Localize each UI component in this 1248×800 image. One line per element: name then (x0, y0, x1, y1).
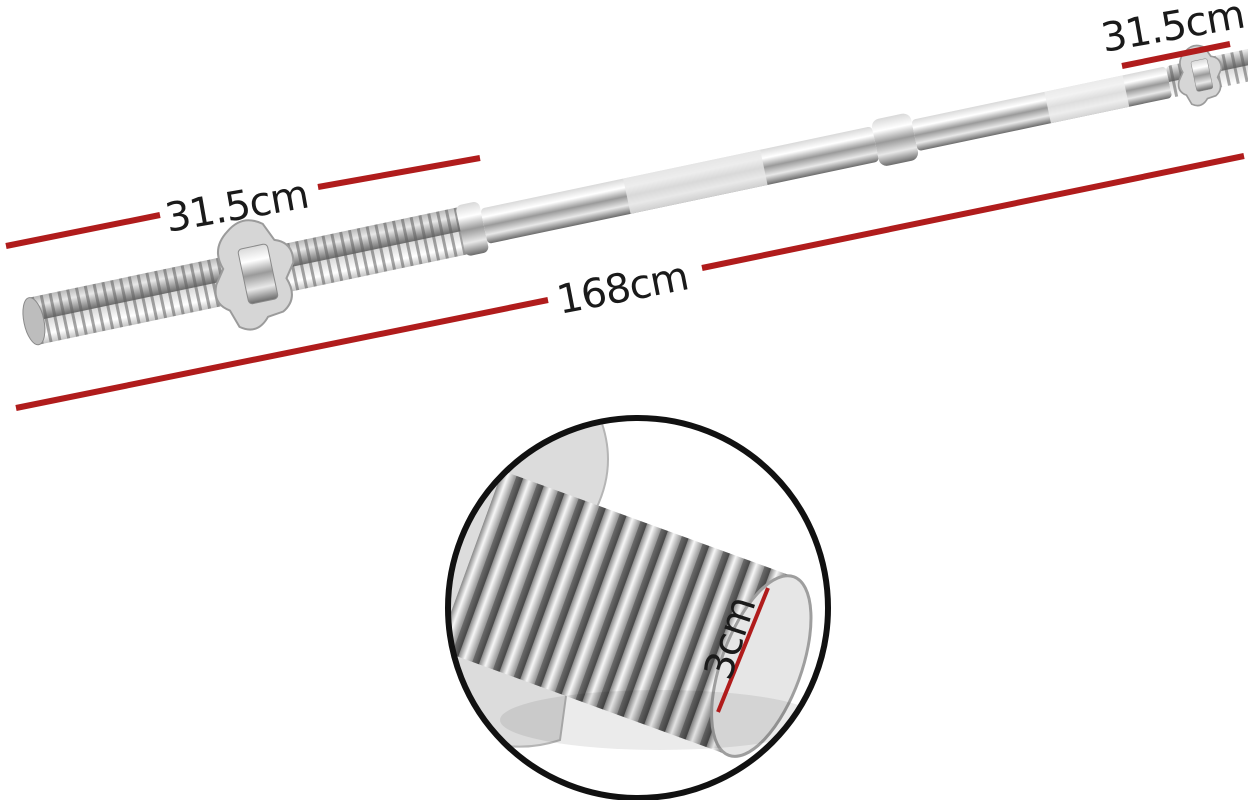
dim-line-diameter (716, 587, 770, 713)
dim-line-total-b (701, 153, 1245, 271)
dim-line-right (1121, 41, 1231, 69)
dim-label-right-sleeve: 31.5cm (1098, 0, 1248, 62)
star-collar-icon (1177, 44, 1223, 107)
star-collar-icon (214, 219, 295, 331)
dim-line-total-a (15, 297, 549, 411)
dim-line-left-a (5, 212, 161, 249)
handle-right (912, 67, 1172, 151)
knurled-grip-right (1044, 75, 1130, 124)
dim-line-left-b (317, 155, 481, 190)
left-end-cap (22, 297, 46, 346)
zoom-threaded-end (448, 470, 794, 756)
inner-collar-right (871, 113, 919, 166)
zoom-border (445, 415, 831, 800)
zoom-end-face (710, 574, 813, 758)
dim-label-total-length: 168cm (553, 253, 692, 323)
barbell (22, 44, 1248, 346)
inner-collar-left (456, 201, 489, 256)
zoom-detail: 3cm (445, 415, 831, 800)
knurled-grip (623, 149, 768, 214)
